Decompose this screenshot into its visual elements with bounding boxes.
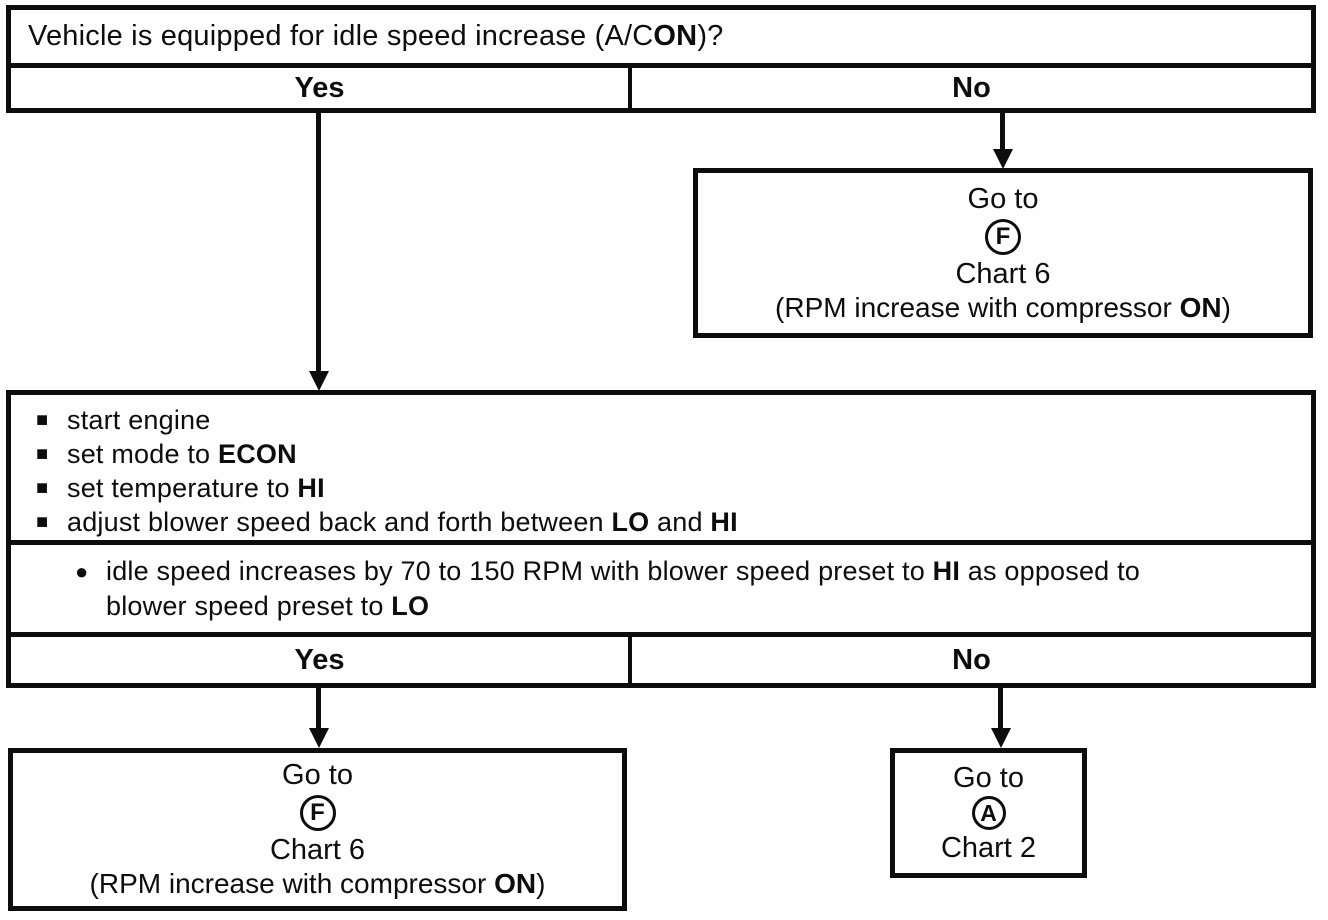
chart-description-pre: (RPM increase with compressor	[775, 291, 1180, 323]
decision1-question: Vehicle is equipped for idle speed incre…	[11, 10, 1311, 63]
step-text-pre: adjust blower speed back and forth betwe…	[67, 506, 612, 537]
decision2-no-label: No	[628, 637, 1311, 683]
condition-line1-bold-hi: HI	[932, 556, 961, 586]
chart-description: (RPM increase with compressor ON)	[775, 291, 1231, 325]
step-list: ■ start engine ■ set mode to ECON ■ set …	[11, 395, 1311, 545]
decision1-answer-row: Yes No	[11, 63, 1311, 109]
step-text-bold-econ: ECON	[217, 438, 297, 469]
step-text: adjust blower speed back and forth betwe…	[67, 507, 738, 538]
decision1-box: Vehicle is equipped for idle speed incre…	[6, 5, 1316, 113]
step-item: ■ set mode to ECON	[36, 437, 1311, 471]
reference-letter: F	[995, 222, 1011, 250]
step-text: set mode to ECON	[67, 439, 297, 470]
step-text-bold-lo: LO	[611, 506, 650, 537]
chart-description-pre: (RPM increase with compressor	[89, 868, 495, 899]
condition-line1: idle speed increases by 70 to 150 RPM wi…	[106, 554, 1140, 589]
arrow-down-icon	[316, 113, 321, 371]
arrow-down-icon	[316, 688, 321, 728]
question-text-pre: Vehicle is equipped for idle speed incre…	[28, 20, 654, 52]
step-text-pre: set temperature to	[67, 472, 298, 503]
step-text: start engine	[67, 404, 211, 435]
condition-line2: blower speed preset to LO	[106, 589, 1140, 624]
goto-label: Go to	[953, 762, 1024, 794]
decision1-no-label: No	[628, 68, 1311, 109]
chart-description: (RPM increase with compressor ON)	[90, 867, 546, 901]
condition-line2-pre: blower speed preset to	[106, 591, 392, 621]
condition-line1-post: as opposed to	[960, 556, 1140, 586]
circled-letter-a-icon: A	[971, 796, 1006, 830]
step-item: ■ set temperature to HI	[36, 471, 1311, 505]
decision1-yes-label: Yes	[294, 72, 345, 104]
square-bullet-icon: ■	[36, 443, 49, 465]
step-item: ■ start engine	[36, 403, 1311, 437]
arrow-down-icon	[998, 688, 1003, 728]
step-text-bold-hi: HI	[710, 506, 738, 537]
round-bullet-icon: ●	[75, 559, 89, 584]
square-bullet-icon: ■	[36, 409, 49, 431]
step-text-bold-hi: HI	[297, 472, 325, 503]
step-text-pre: set mode to	[67, 438, 218, 469]
step-text-mid: and	[649, 506, 711, 537]
decision2-answer-row: Yes No	[11, 637, 1311, 683]
goto-label: Go to	[967, 182, 1039, 215]
condition-text: idle speed increases by 70 to 150 RPM wi…	[106, 554, 1140, 624]
square-bullet-icon: ■	[36, 511, 49, 533]
circled-letter-f-icon: F	[299, 795, 336, 831]
goto-chart2-box: Go to A Chart 2	[890, 748, 1087, 878]
condition-line1-pre: idle speed increases by 70 to 150 RPM wi…	[106, 556, 933, 586]
chart-description-bold-on: ON	[1179, 291, 1222, 323]
chart-description-post: )	[536, 868, 546, 899]
chart-reference: Chart 6	[955, 257, 1051, 290]
goto-chart6-box-no-branch: Go to F Chart 6 (RPM increase with compr…	[693, 168, 1313, 338]
question-text-post: )?	[697, 20, 724, 52]
reference-letter: F	[310, 799, 325, 826]
goto-chart6-box-yes-branch: Go to F Chart 6 (RPM increase with compr…	[8, 748, 627, 911]
step-text: set temperature to HI	[67, 473, 325, 504]
arrow-down-icon	[1000, 113, 1005, 149]
reference-letter: A	[980, 799, 997, 826]
chart-description-bold-on: ON	[494, 868, 537, 899]
circled-letter-f-icon: F	[985, 218, 1021, 255]
chart-description-post: )	[1221, 291, 1231, 323]
square-bullet-icon: ■	[36, 477, 49, 499]
goto-label: Go to	[282, 759, 353, 791]
chart-reference: Chart 6	[269, 834, 366, 866]
condition-line2-bold-lo: LO	[391, 591, 430, 621]
chart-reference: Chart 2	[940, 832, 1037, 864]
question-text-bold-on: ON	[653, 20, 698, 52]
decision2-yes-label: Yes	[294, 643, 345, 676]
condition-section: ● idle speed increases by 70 to 150 RPM …	[11, 545, 1311, 637]
steps-and-decision2-box: ■ start engine ■ set mode to ECON ■ set …	[6, 390, 1316, 688]
step-item: ■ adjust blower speed back and forth bet…	[36, 505, 1311, 539]
